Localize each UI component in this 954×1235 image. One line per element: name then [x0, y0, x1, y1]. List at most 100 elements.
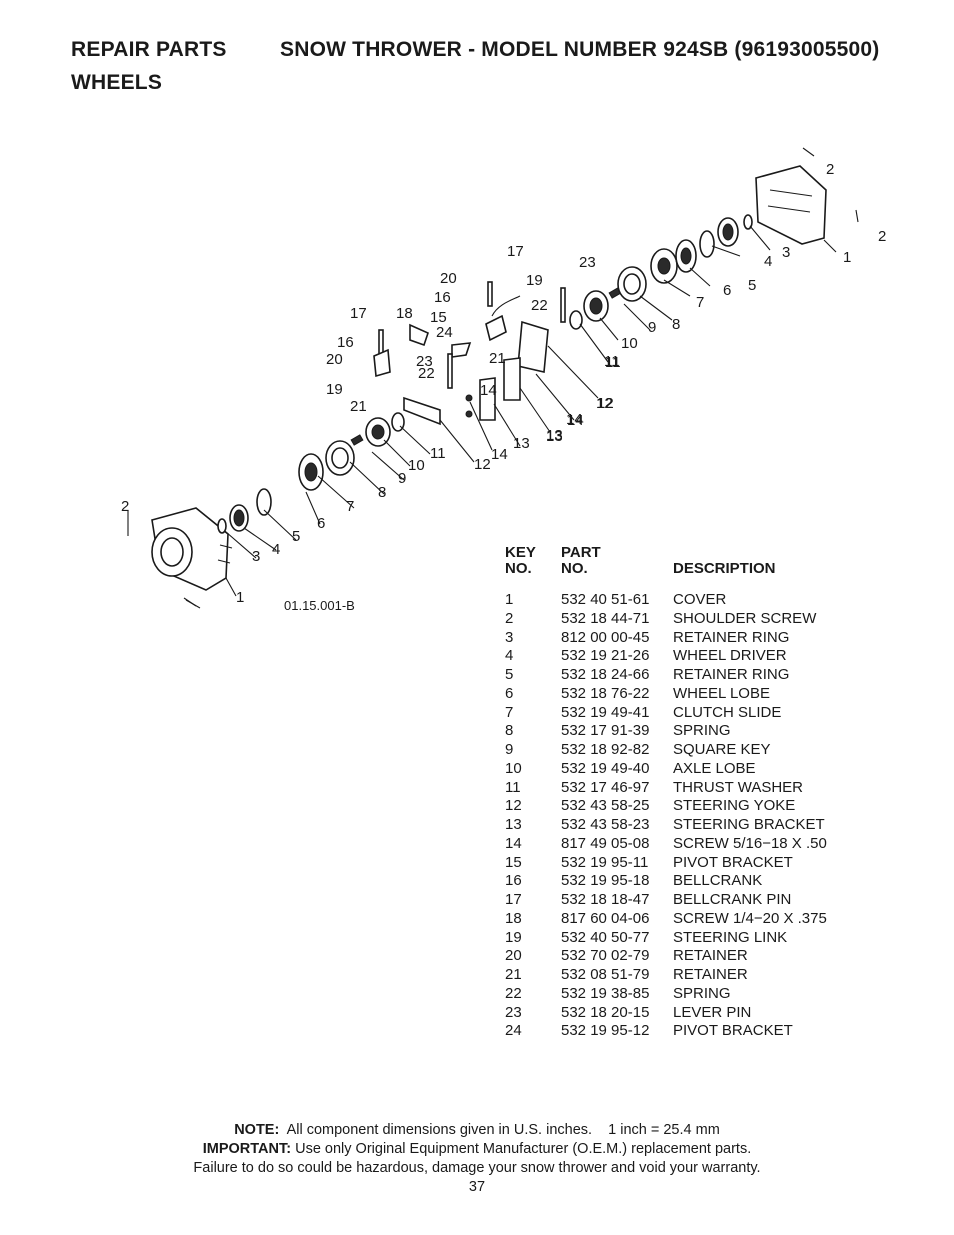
cell-description: SPRING: [673, 984, 731, 1002]
diagram-callout: 14: [567, 412, 584, 429]
cell-key-no: 9: [505, 741, 514, 758]
diagram-callout: 5: [748, 277, 756, 294]
right-retainer-ring-3: [743, 214, 753, 230]
diagram-callout: 10: [621, 335, 638, 352]
cell-description: LEVER PIN: [673, 1003, 752, 1021]
cell-part-no: 532 17 46-97: [561, 778, 650, 796]
diagram-callout: 13: [513, 435, 530, 452]
left-axle-lobe: [365, 417, 391, 447]
cell-key-no: 4: [505, 647, 514, 665]
cell-description: COVER: [673, 591, 727, 608]
diagram-callout: 1: [236, 589, 244, 606]
cell-part-no: 532 40 51-61: [561, 591, 650, 608]
cell-key-no: 8: [505, 722, 514, 740]
right-cover: [755, 165, 827, 245]
cell-part-no: 532 18 44-71: [561, 609, 650, 627]
cell-key-no: 18: [505, 909, 522, 927]
cell-key-no: 2: [505, 609, 514, 627]
cell-description: AXLE LOBE: [673, 759, 756, 777]
diagram-callout: 14: [480, 382, 497, 399]
diagram-callout: 11: [430, 445, 446, 462]
diagram-callout: 12: [596, 395, 613, 412]
cell-description: STEERING YOKE: [673, 797, 796, 815]
diagram-callout: 4: [272, 541, 280, 558]
page-number: 37: [468, 1179, 486, 1195]
important-label: IMPORTANT:: [202, 1141, 292, 1157]
cell-key-no: 17: [505, 891, 522, 908]
cell-key-no: 22: [505, 984, 522, 1002]
right-spring: [650, 248, 678, 284]
header-description: DESCRIPTION: [673, 560, 776, 577]
diagram-callout: 19: [526, 272, 543, 289]
cell-part-no: 532 19 95-11: [561, 853, 649, 871]
cell-description: BELLCRANK: [673, 872, 763, 890]
shoulder-screw-right: [855, 209, 859, 223]
cell-part-no: 532 18 92-82: [561, 741, 650, 758]
diagram-callout: 8: [672, 316, 680, 333]
cell-key-no: 12: [505, 797, 522, 815]
diagram-callout: 6: [317, 515, 325, 532]
cell-description: RETAINER: [673, 966, 748, 983]
diagram-callout: 11: [604, 353, 620, 370]
cell-description: RETAINER RING: [673, 628, 790, 646]
shoulder-screw-top: [802, 147, 815, 157]
diagram-callout: 16: [337, 334, 354, 351]
cell-key-no: 23: [505, 1003, 522, 1021]
diagram-callout: 7: [346, 498, 354, 515]
cell-description: BELLCRANK PIN: [673, 891, 792, 908]
cell-key-no: 5: [505, 666, 514, 683]
model-title: SNOW THROWER - MODEL NUMBER 924SB (96193…: [280, 38, 880, 61]
diagram-callout: 2: [826, 161, 834, 178]
cell-description: SPRING: [673, 722, 731, 740]
cell-description: PIVOT BRACKET: [673, 853, 793, 871]
diagram-callout: 3: [252, 548, 260, 565]
left-wheel-lobe: [298, 453, 324, 491]
important-line: IMPORTANT: Use only Original Equipment M…: [0, 1140, 954, 1159]
diagram-callout: 19: [326, 381, 343, 398]
cell-key-no: 11: [505, 778, 521, 796]
diagram-callout: 14: [491, 446, 508, 463]
cell-part-no: 532 08 51-79: [561, 966, 650, 983]
table-row: 21 532 08 51-79 RETAINER: [505, 966, 827, 985]
left-clutch-slide: [325, 440, 355, 476]
diagram-callout: 9: [398, 470, 406, 487]
page-subsection-title: WHEELS: [71, 71, 163, 94]
diagram-callout: 7: [696, 294, 704, 311]
page-section-title: REPAIR PARTS: [71, 38, 227, 61]
diagram-callout: 11: [605, 354, 621, 371]
left-steering-bracket: [479, 377, 496, 421]
right-wheel-lobe: [675, 239, 697, 273]
right-steering-yoke: [517, 320, 549, 373]
diagram-callout: 17: [507, 243, 524, 260]
left-cover: [151, 507, 233, 591]
diagram-callout: 12: [474, 456, 491, 473]
cell-key-no: 14: [505, 834, 522, 852]
cell-description: STEERING LINK: [673, 928, 788, 946]
diagram-callout: 2: [878, 228, 886, 245]
diagram-callout: 13: [546, 427, 563, 444]
cell-part-no: 532 19 49-41: [561, 703, 650, 721]
cell-key-no: 21: [505, 966, 522, 983]
diagram-callout: 20: [440, 270, 457, 287]
pivot-bracket-15: [409, 323, 429, 347]
diagram-callout: 14: [566, 411, 583, 428]
cell-key-no: 16: [505, 872, 522, 890]
left-wheel-driver: [229, 504, 249, 532]
cell-part-no: 532 19 95-12: [561, 1022, 650, 1040]
note-text: All component dimensions given in U.S. i…: [286, 1122, 720, 1138]
cell-description: THRUST WASHER: [673, 778, 804, 796]
left-retainer-ring-5: [256, 488, 272, 516]
note-line: NOTE: All component dimensions given in …: [0, 1121, 954, 1140]
cell-part-no: 532 70 02-79: [561, 947, 650, 965]
